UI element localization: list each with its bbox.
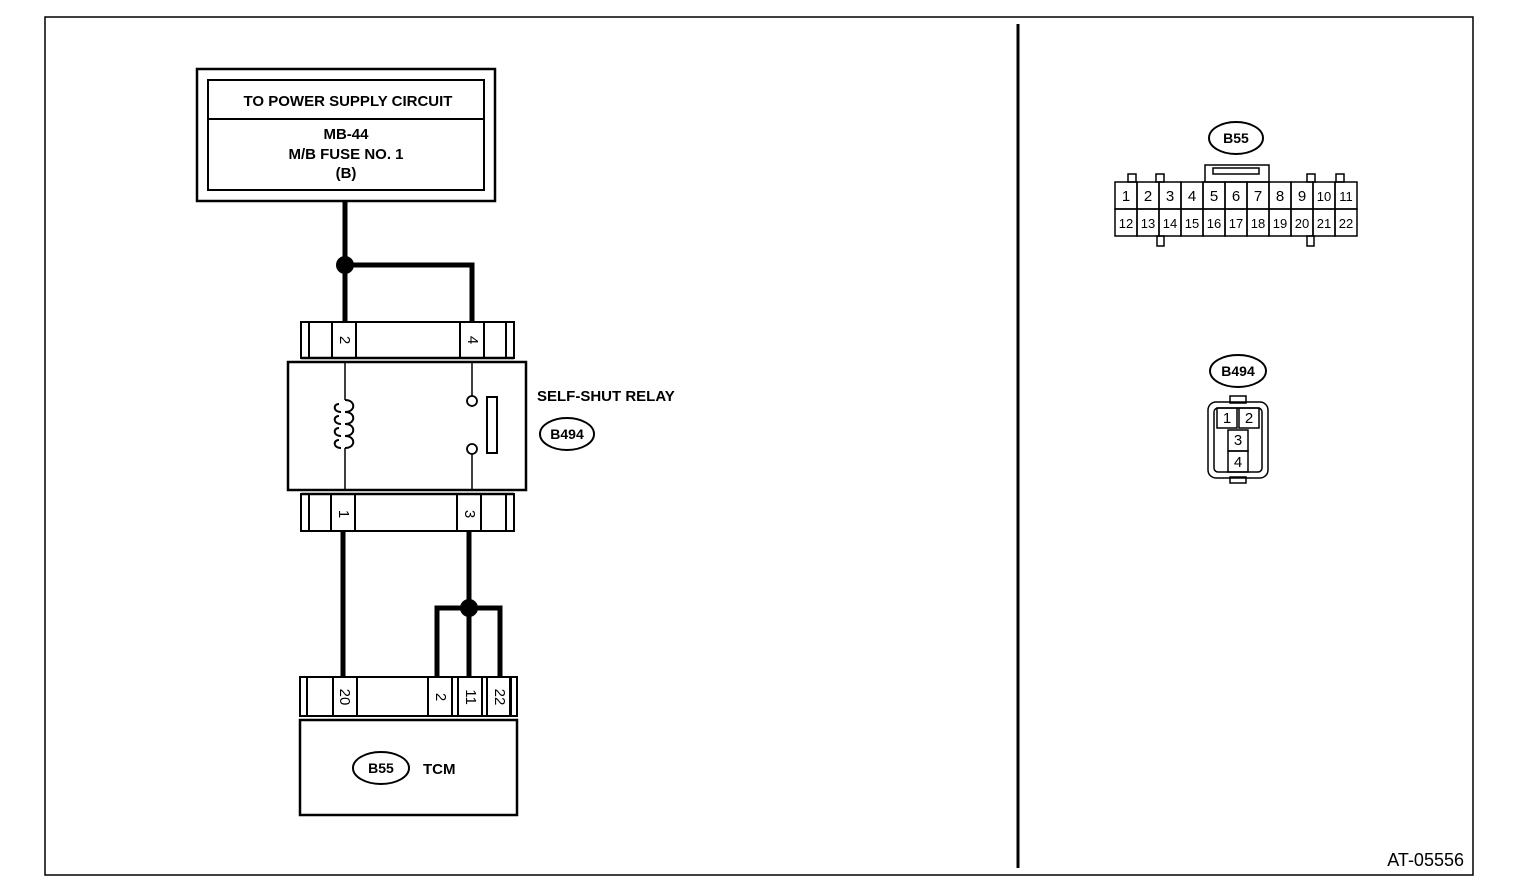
- relay-connector-label: B494: [550, 426, 584, 442]
- b494-view-pin-1: 1: [1223, 410, 1231, 427]
- tcm-name: TCM: [423, 761, 456, 778]
- b55-view-pin-10: 10: [1317, 189, 1331, 204]
- relay-name: SELF-SHUT RELAY: [537, 388, 675, 405]
- power-supply-title: TO POWER SUPPLY CIRCUIT: [244, 93, 453, 110]
- relay-pin-4: 4: [464, 336, 481, 344]
- b494-view-pin-2: 2: [1245, 410, 1253, 427]
- b55-view-pin-11: 11: [1339, 189, 1353, 204]
- b55-view-pin-16: 16: [1207, 216, 1221, 231]
- b55-view-badge: [1208, 121, 1264, 155]
- power-supply-line3: (B): [336, 165, 357, 182]
- b494-connector-view: B494 1 2 3 4: [1207, 354, 1269, 484]
- tcm-connector-label: B55: [368, 760, 394, 776]
- b55-view-pin-4: 4: [1188, 188, 1196, 205]
- b55-view-pin-6: 6: [1232, 188, 1240, 205]
- relay-switch-icon: [466, 395, 498, 455]
- relay-connector-badge: B494: [539, 417, 595, 451]
- b55-view-pin-9: 9: [1298, 188, 1306, 205]
- b55-view-pin-14: 14: [1163, 216, 1177, 231]
- relay-body: [286, 360, 528, 492]
- b55-view-pin-cell: [1334, 208, 1358, 237]
- b55-view-pin-2: 2: [1144, 188, 1152, 205]
- relay-coil-icon: [333, 399, 355, 449]
- tcm-pin-11: 11: [462, 689, 479, 705]
- relay-bottom-connector: [300, 492, 515, 532]
- b55-view-pin-19: 19: [1273, 216, 1287, 231]
- b55-view-pin-3: 3: [1166, 188, 1174, 205]
- b55-view-pin-17: 17: [1229, 216, 1243, 231]
- relay-top-connector: [300, 321, 515, 360]
- outer-frame: [44, 16, 1474, 876]
- b55-view-pin-8: 8: [1276, 188, 1284, 205]
- b55-view-pin-21: 21: [1317, 216, 1331, 231]
- b55-view-pin-13: 13: [1141, 216, 1155, 231]
- b55-view-pin-22: 22: [1339, 216, 1353, 231]
- power-supply-line2: M/B FUSE NO. 1: [288, 146, 403, 163]
- tcm-pin-22: 22: [491, 689, 508, 706]
- b494-view-label: B494: [1221, 363, 1255, 379]
- tcm-pin-2: 2: [432, 693, 449, 701]
- relay-pin-3: 3: [461, 510, 478, 518]
- tcm-body: B55 TCM: [298, 718, 519, 817]
- relay-pin-2: 2: [336, 336, 353, 344]
- b55-view-pin-18: 18: [1251, 216, 1265, 231]
- b55-view-pin-5: 5: [1210, 188, 1218, 205]
- b494-view-badge: [1209, 354, 1267, 388]
- b494-view-pin-3: 3: [1234, 432, 1242, 449]
- b55-view-label: B55: [1223, 130, 1249, 146]
- junction-dot-lower: [460, 599, 478, 617]
- junction-dot-upper: [336, 256, 354, 274]
- b55-view-pin-12: 12: [1119, 216, 1133, 231]
- b55-view-pin-1: 1: [1122, 188, 1130, 205]
- b55-view-pin-20: 20: [1295, 216, 1309, 231]
- wire-junction-to-relay-pin4: [345, 262, 475, 322]
- power-supply-line1: MB-44: [323, 126, 369, 143]
- b55-view-pin-7: 7: [1254, 188, 1262, 205]
- b494-view-pin-4: 4: [1234, 454, 1242, 471]
- tcm-connector: [299, 676, 518, 717]
- b55-view-pin-15: 15: [1185, 216, 1199, 231]
- tcm-connector-badge: [352, 751, 410, 785]
- figure-id: AT-05556: [1387, 850, 1464, 870]
- relay-pin-1: 1: [335, 510, 352, 518]
- tcm-pin-20: 20: [336, 689, 353, 706]
- power-supply-box: TO POWER SUPPLY CIRCUIT MB-44 M/B FUSE N…: [195, 67, 497, 203]
